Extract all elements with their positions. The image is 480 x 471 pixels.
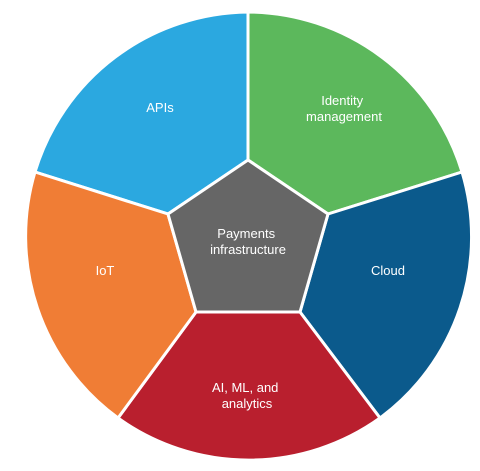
segment-apis: [33, 10, 250, 216]
segment-iot: [24, 170, 198, 421]
segment-ai-ml-analytics: [115, 310, 383, 462]
center-pentagon: [166, 158, 330, 314]
label-iot: IoT: [96, 263, 115, 278]
label-cloud: Cloud: [371, 263, 405, 278]
segment-identity-management: [246, 10, 464, 216]
label-center: Payments infrastructure: [210, 226, 286, 257]
label-ai-ml-analytics: AI, ML, and analytics: [212, 380, 282, 411]
label-identity-management: Identity management: [306, 93, 382, 124]
segment-cloud: [298, 170, 473, 421]
label-apis: APIs: [146, 100, 174, 115]
